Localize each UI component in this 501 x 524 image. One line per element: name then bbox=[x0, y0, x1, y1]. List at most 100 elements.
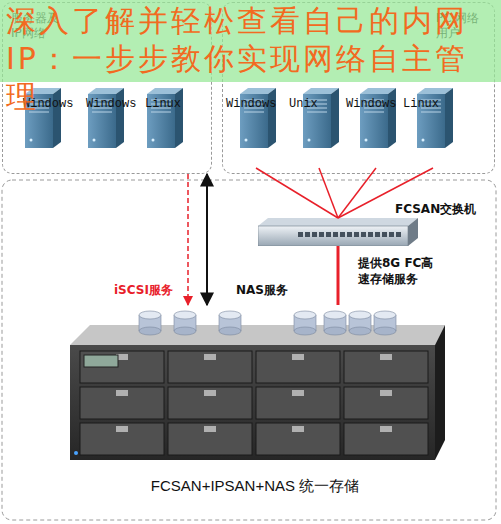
disk-base bbox=[174, 327, 196, 335]
drive-latch bbox=[292, 426, 304, 432]
drive-latch bbox=[116, 390, 128, 396]
disk-group bbox=[139, 311, 396, 335]
drive-latch bbox=[380, 354, 392, 360]
switch-port bbox=[340, 232, 345, 237]
power-led bbox=[74, 451, 78, 455]
server-slot bbox=[151, 112, 171, 113]
drive-latch bbox=[204, 426, 216, 432]
disk-base bbox=[349, 327, 371, 335]
switch-front bbox=[258, 226, 408, 246]
drive-bay bbox=[168, 387, 252, 419]
server-node: Windows bbox=[228, 86, 284, 168]
switch-label: FCSAN交换机 bbox=[395, 201, 476, 218]
drive-latch bbox=[292, 354, 304, 360]
server-slot bbox=[421, 112, 441, 113]
drive-bay bbox=[256, 423, 340, 455]
connector bbox=[337, 246, 340, 305]
server-led bbox=[93, 139, 96, 142]
disk-top bbox=[324, 311, 346, 319]
switch-port bbox=[333, 232, 338, 237]
disk-edge bbox=[294, 315, 295, 331]
connector bbox=[319, 168, 338, 218]
server-side bbox=[445, 88, 453, 148]
os-label: Unix bbox=[289, 97, 343, 111]
drive-latch bbox=[380, 426, 392, 432]
switch-port bbox=[375, 232, 380, 237]
server-led bbox=[30, 139, 33, 142]
drive-bay bbox=[344, 387, 428, 419]
drive-bay bbox=[256, 387, 340, 419]
os-label: Windows bbox=[346, 97, 400, 111]
server-side bbox=[331, 88, 339, 148]
disk-top bbox=[294, 311, 316, 319]
disk-top bbox=[374, 311, 396, 319]
disk-top bbox=[174, 311, 196, 319]
switch-port bbox=[396, 232, 401, 237]
switch-port bbox=[354, 232, 359, 237]
connector bbox=[187, 174, 189, 305]
switch-port bbox=[312, 232, 317, 237]
switch-top bbox=[258, 218, 418, 226]
server-node: Windows bbox=[78, 86, 130, 168]
drive-bay bbox=[168, 351, 252, 383]
server-node: Unix bbox=[291, 86, 347, 168]
disk-top bbox=[139, 311, 161, 319]
switch-port bbox=[361, 232, 366, 237]
drive-latch bbox=[292, 390, 304, 396]
os-label: Windows bbox=[86, 97, 140, 111]
storage-array: FCSAN+IPSAN+NAS 统一存储 bbox=[60, 305, 450, 505]
server-slot bbox=[244, 112, 264, 113]
disk-edge bbox=[241, 315, 242, 331]
edge-label: NAS服务 bbox=[236, 282, 288, 298]
switch-port bbox=[298, 232, 303, 237]
os-label: Linux bbox=[403, 97, 457, 111]
server-icon bbox=[356, 86, 396, 148]
disk-base bbox=[374, 327, 396, 335]
server-led bbox=[422, 139, 425, 142]
drive-bay bbox=[344, 423, 428, 455]
server-icon bbox=[299, 86, 339, 148]
switch-port bbox=[382, 232, 387, 237]
drive-latch bbox=[116, 426, 128, 432]
lcd-panel bbox=[84, 355, 118, 367]
drive-bay bbox=[168, 423, 252, 455]
drive-bay bbox=[80, 387, 164, 419]
server-slot bbox=[29, 112, 49, 113]
switch-port bbox=[389, 232, 394, 237]
drive-latch bbox=[204, 390, 216, 396]
switch-icon bbox=[258, 218, 418, 246]
disk-edge bbox=[371, 315, 372, 331]
storage-zone-outline bbox=[2, 180, 496, 520]
server-slot bbox=[307, 112, 327, 113]
disk-edge bbox=[161, 315, 162, 331]
server-icon bbox=[84, 86, 124, 148]
disk-base bbox=[139, 327, 161, 335]
server-node: Linux bbox=[405, 86, 461, 168]
disk-edge bbox=[196, 315, 197, 331]
storage-chassis bbox=[60, 305, 450, 475]
storage-caption: FCSAN+IPSAN+NAS 统一存储 bbox=[60, 477, 450, 496]
chassis-top bbox=[70, 325, 445, 345]
drive-bay bbox=[256, 351, 340, 383]
server-led bbox=[245, 139, 248, 142]
os-label: Linux bbox=[145, 97, 199, 111]
server-slot bbox=[364, 112, 384, 113]
connector bbox=[206, 174, 208, 305]
server-led bbox=[152, 139, 155, 142]
edge-label: iSCSI服务 bbox=[114, 282, 173, 298]
disk-edge bbox=[174, 315, 175, 331]
disk-edge bbox=[139, 315, 140, 331]
disk-edge bbox=[346, 315, 347, 331]
disk-edge bbox=[349, 315, 350, 331]
server-led bbox=[365, 139, 368, 142]
server-led bbox=[308, 139, 311, 142]
switch-port bbox=[347, 232, 352, 237]
drive-bay bbox=[344, 351, 428, 383]
server-node: Linux bbox=[137, 86, 189, 168]
switch-port bbox=[305, 232, 310, 237]
disk-edge bbox=[219, 315, 220, 331]
watermark-text: 深入了解并轻松查看自己的内网IP：一步步教你实现网络自主管理 bbox=[6, 2, 488, 116]
switch-port bbox=[319, 232, 324, 237]
server-icon bbox=[143, 86, 183, 148]
